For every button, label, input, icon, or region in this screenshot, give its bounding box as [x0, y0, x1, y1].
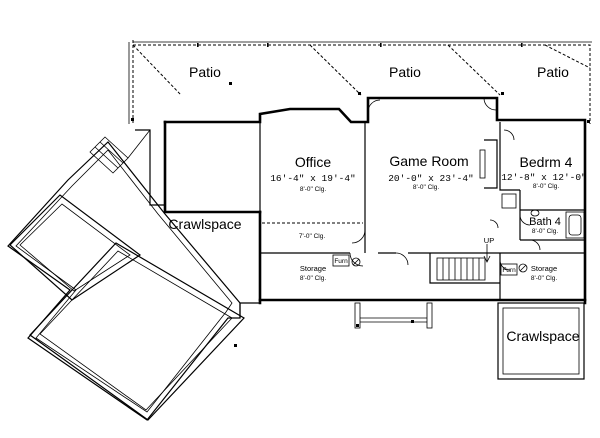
crawlspace-right-label: Crawlspace: [506, 328, 579, 344]
stairs: [436, 244, 491, 281]
bedroom-label: Bedrm 4: [520, 154, 573, 170]
footings: [234, 302, 433, 347]
furnace-symbols: [332, 254, 528, 276]
crawlspace-right: [497, 302, 585, 380]
bedroom-ceiling: 8'-0" Clg.: [533, 183, 560, 190]
office-ceiling: 8'-0" Clg.: [300, 186, 327, 193]
storage-left-ceiling: 8'-0" Clg.: [300, 275, 327, 282]
stair-up-label: UP: [484, 236, 494, 245]
storage-left-label: Storage: [300, 264, 326, 273]
patio-center-label: Patio: [389, 64, 421, 80]
patio-right-label: Patio: [537, 64, 569, 80]
game-room-ceiling: 8'-0" Clg.: [413, 184, 440, 191]
patio-area: [128, 40, 592, 124]
office-step-ceiling: 7'-0" Clg.: [299, 233, 326, 240]
doors: [349, 97, 541, 271]
office-label: Office: [295, 154, 332, 170]
furnace-right-label: Furn: [502, 267, 516, 274]
bath-label: Bath 4: [529, 216, 561, 228]
crawlspace-left: [7, 129, 260, 421]
game-room-dims: 20'-0" x 23'-4": [388, 173, 474, 184]
interior-walls: [259, 122, 585, 300]
exterior-walls: [163, 96, 587, 305]
storage-right-label: Storage: [531, 264, 557, 273]
furnace-left-label: Furn: [334, 258, 348, 265]
game-room-label: Game Room: [389, 153, 468, 169]
office-dims: 16'-4" x 19'-4": [270, 173, 356, 184]
crawlspace-left-label: Crawlspace: [168, 216, 241, 232]
patio-left-label: Patio: [189, 64, 221, 80]
bath-ceiling: 8'-0" Clg.: [532, 228, 559, 235]
bedroom-dims: 12'-8" x 12'-0": [501, 172, 587, 183]
bath-fixtures: [530, 209, 585, 239]
storage-right-ceiling: 8'-0" Clg.: [531, 275, 558, 282]
